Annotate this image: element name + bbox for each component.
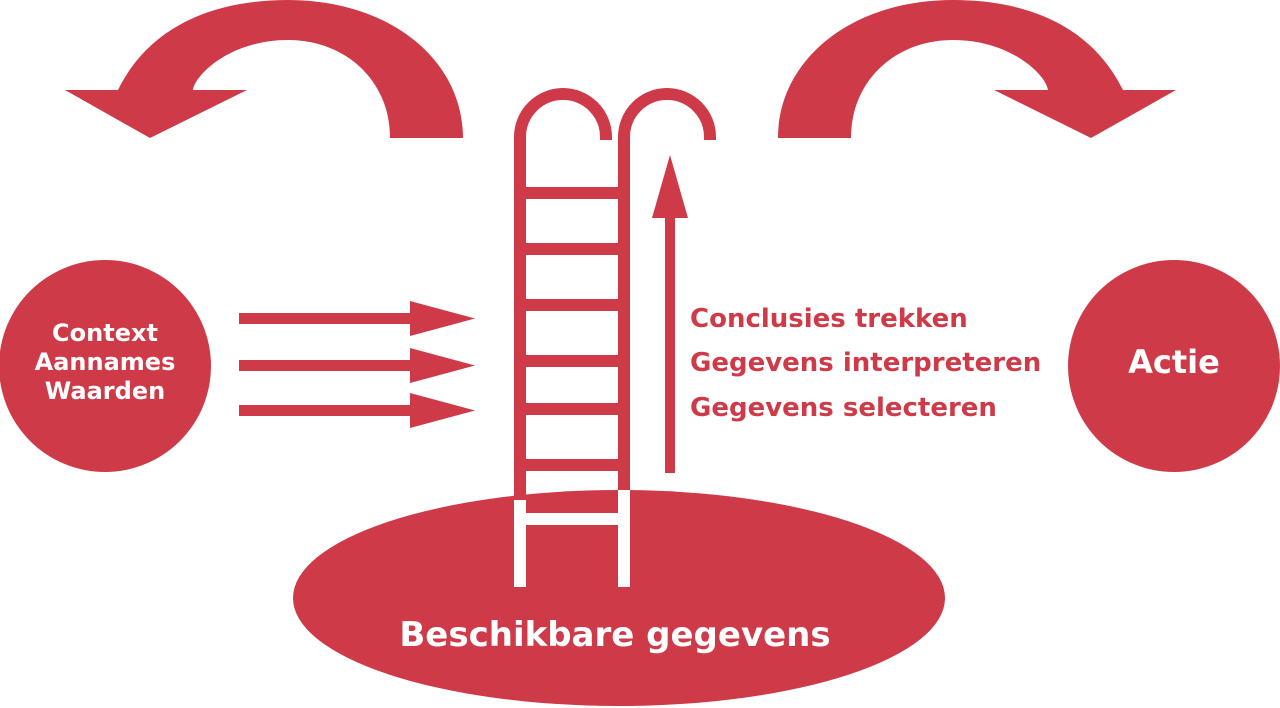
ladder-submerged: [514, 490, 630, 587]
assumptions-label: Aannames: [35, 348, 176, 376]
ladder-rungs: [520, 187, 624, 525]
ladder-step-labels: Conclusies trekken Gegevens interpretere…: [690, 304, 1041, 423]
input-arrows: [239, 301, 475, 428]
available-data-ellipse: [293, 490, 945, 706]
values-label: Waarden: [45, 377, 165, 405]
action-circle: Actie: [1068, 260, 1280, 472]
right-arrow-icon: [239, 301, 475, 336]
step-draw-conclusions: Conclusies trekken: [690, 304, 968, 334]
curved-arrow-right-icon: [778, 0, 1176, 138]
context-label: Context: [52, 319, 158, 347]
up-arrow-icon: [652, 155, 688, 473]
ladder: [514, 88, 716, 587]
ladder-rails: [514, 88, 716, 587]
context-circle: Context Aannames Waarden: [0, 260, 211, 472]
right-arrow-icon: [239, 393, 475, 428]
action-label: Actie: [1128, 343, 1220, 381]
available-data-label: Beschikbare gegevens: [399, 615, 830, 655]
step-select-data: Gegevens selecteren: [690, 393, 997, 423]
right-arrow-icon: [239, 348, 475, 383]
step-interpret-data: Gegevens interpreteren: [690, 348, 1041, 378]
curved-arrow-left-icon: [65, 0, 463, 138]
